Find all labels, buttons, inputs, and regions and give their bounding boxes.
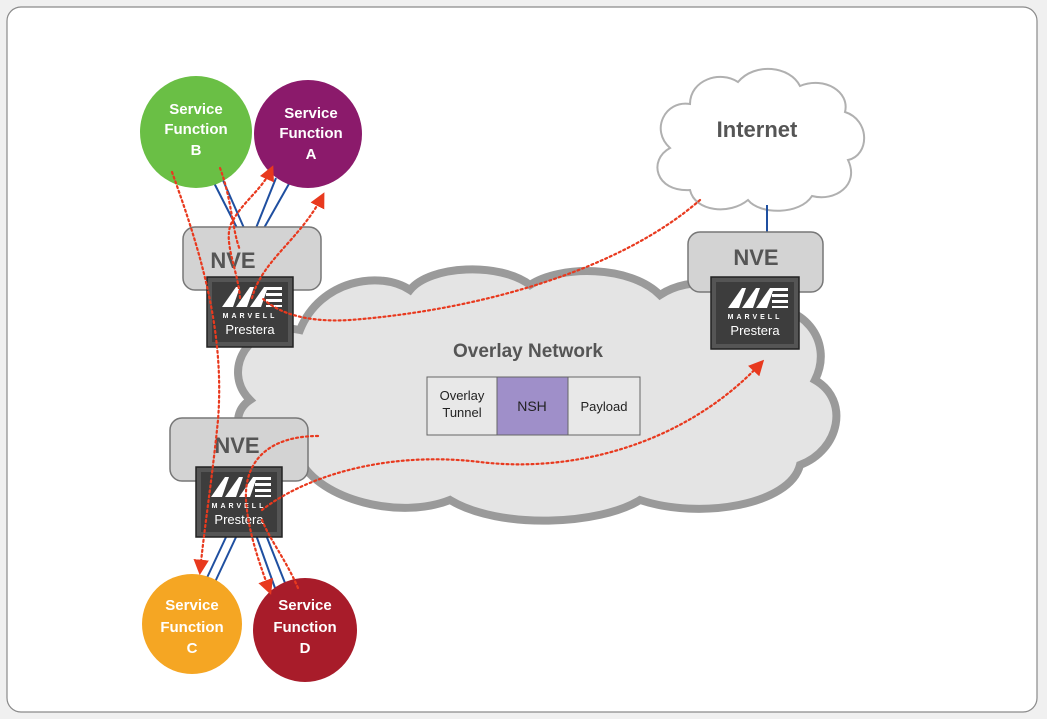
- service-function-c-line1: Service: [165, 597, 218, 614]
- service-function-a-line3: A: [306, 146, 317, 163]
- path-nve-to-sf-d: [244, 434, 320, 595]
- internet-cloud: [656, 68, 866, 212]
- payload-cell: [567, 376, 641, 436]
- service-function-b: Service Function B: [140, 76, 252, 188]
- service-chain-paths: [170, 165, 765, 595]
- nve-right-label: NVE: [733, 245, 778, 270]
- service-function-a: Service Function A: [254, 80, 362, 188]
- path-to-right-nve: [260, 359, 765, 512]
- service-function-d-line1: Service: [278, 597, 331, 614]
- overlay-tunnel-cell: [426, 376, 498, 436]
- nsh-label: NSH: [517, 398, 547, 414]
- chip-brand-right: MARVELL: [728, 314, 783, 321]
- service-function-c: Service Function C: [142, 574, 242, 674]
- nve-top-left-label: NVE: [210, 248, 255, 273]
- service-function-d-line2: Function: [273, 619, 336, 636]
- service-function-a-line1: Service: [284, 105, 337, 122]
- service-function-b-line3: B: [191, 142, 202, 159]
- nve-bottom-left: NVE MARVELL Prestera: [169, 417, 309, 538]
- service-function-d: Service Function D: [253, 578, 357, 682]
- marvell-logo-icon: [211, 477, 271, 497]
- service-function-c-circle: [142, 574, 242, 674]
- overlay-tunnel-line1: Overlay: [440, 388, 485, 403]
- prestera-chip-right: MARVELL Prestera: [710, 276, 800, 350]
- service-function-b-line2: Function: [164, 121, 227, 138]
- service-function-b-line1: Service: [169, 101, 222, 118]
- nve-top-left: NVE MARVELL Prestera: [182, 226, 322, 348]
- path-sf-d-return: [260, 518, 300, 590]
- internet-label: Internet: [717, 117, 798, 142]
- chip-brand-top-left: MARVELL: [223, 313, 278, 320]
- payload-label: Payload: [581, 399, 628, 414]
- path-from-sf-b: [218, 166, 242, 252]
- service-function-c-line2: Function: [160, 619, 223, 636]
- chip-name-top-left: Prestera: [225, 322, 275, 337]
- service-function-b-circle: [140, 76, 252, 188]
- service-function-a-circle: [254, 80, 362, 188]
- marvell-logo-icon: [728, 288, 788, 308]
- chip-name-right: Prestera: [730, 323, 780, 338]
- nve-right: NVE MARVELL Prestera: [687, 231, 824, 350]
- service-function-d-circle: [253, 578, 357, 682]
- chip-name-bottom-left: Prestera: [214, 512, 264, 527]
- service-function-d-line3: D: [300, 640, 311, 657]
- nve-bottom-left-label: NVE: [214, 433, 259, 458]
- path-internet-to-nve: [260, 198, 702, 322]
- marvell-logo-icon: [222, 287, 282, 307]
- prestera-chip-bottom-left: MARVELL Prestera: [195, 466, 283, 538]
- overlay-tunnel-line2: Tunnel: [442, 405, 481, 420]
- overlay-network-label: Overlay Network: [453, 341, 603, 362]
- chip-brand-bottom-left: MARVELL: [212, 503, 267, 510]
- prestera-chip-top-left: MARVELL Prestera: [206, 276, 294, 348]
- packet-format: Overlay Tunnel NSH Payload: [426, 376, 641, 436]
- path-to-sf-a-second: [250, 192, 325, 300]
- service-function-c-line3: C: [187, 640, 198, 657]
- service-function-a-line2: Function: [279, 125, 342, 142]
